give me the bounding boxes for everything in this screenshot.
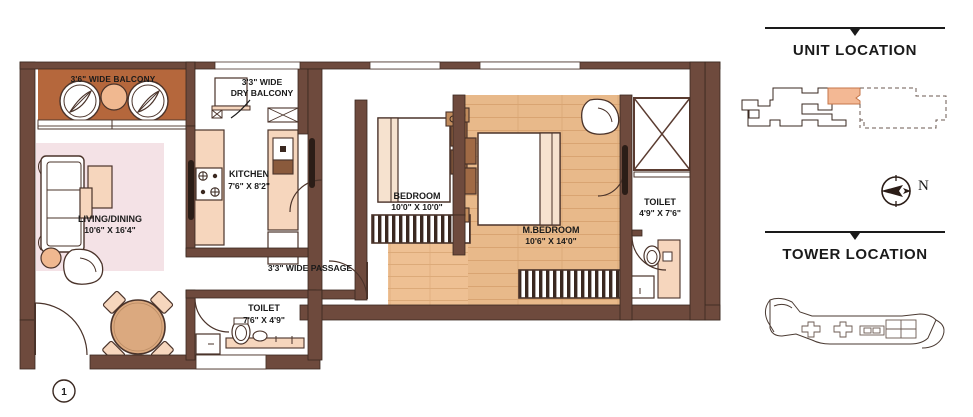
label-toilet-master-name: TOILET — [644, 197, 676, 207]
rule-line — [765, 27, 945, 29]
door-leaf-living — [188, 160, 194, 220]
compass — [875, 170, 917, 217]
master-bedroom-furniture — [454, 98, 625, 299]
tower-location-title: TOWER LOCATION — [782, 246, 928, 263]
label-balcony: 3'6" WIDE BALCONY — [71, 75, 156, 84]
wardrobe-master — [518, 269, 625, 299]
label-toilet-common-name: TOILET — [248, 303, 280, 313]
dry-balcony-unit — [214, 77, 248, 107]
label-bedroom-dims: 10'0" X 10'0" — [391, 202, 442, 212]
door-master-toilet — [631, 235, 667, 271]
compass-icon — [881, 175, 911, 207]
label-dry-balcony-line1: 3'3" WIDE — [242, 77, 283, 87]
compass-north-label: N — [918, 178, 929, 194]
highlighted-unit-block — [827, 87, 861, 105]
rule-line — [765, 231, 945, 233]
accent-chair — [63, 248, 104, 285]
bed-pillow-area — [377, 117, 399, 203]
label-living-dining-name: LIVING/DINING — [78, 214, 142, 224]
unit-number-marker: 1 — [52, 379, 76, 403]
label-dry-balcony-line2: DRY BALCONY — [231, 88, 294, 98]
door-main-entrance — [34, 302, 88, 356]
kitchen-appliance — [272, 159, 294, 175]
label-bedroom-name: BEDROOM — [394, 191, 441, 201]
unit-location-rule — [765, 24, 945, 36]
window-bedroom — [369, 61, 441, 70]
window-dry-balcony — [214, 61, 301, 70]
door-leaf-kitchen — [309, 138, 315, 188]
label-master-bedroom-dims: 10'6" X 14'0" — [525, 236, 576, 246]
dining-set — [102, 290, 174, 364]
door-common-toilet — [194, 297, 230, 333]
label-living-dining-dims: 10'6" X 16'4" — [84, 225, 135, 235]
bed-pillow-area — [539, 132, 561, 226]
leader-line-dry-balcony — [230, 99, 251, 119]
living-room-furniture — [38, 155, 113, 285]
door-leaf-master — [622, 145, 628, 195]
dining-table — [110, 299, 166, 355]
master-toilet-fittings — [627, 97, 691, 299]
stool — [40, 247, 62, 269]
wash-basin — [252, 330, 268, 342]
tower-location-panel: TOWER LOCATION — [755, 228, 955, 263]
rule-triangle-icon — [850, 233, 860, 240]
door-kitchen — [289, 179, 323, 213]
kitchen-hob — [195, 167, 223, 201]
label-kitchen-dims: 7'6" X 8'2" — [228, 181, 270, 191]
balcony-furniture — [37, 80, 187, 130]
unit-location-title: UNIT LOCATION — [792, 42, 918, 59]
unit-location-panel: UNIT LOCATION — [755, 24, 955, 59]
door-leaves — [188, 138, 628, 220]
corner-chair — [581, 98, 620, 135]
label-toilet-common-dims: 7'6" X 4'9" — [243, 315, 285, 325]
bedroom-furniture — [371, 111, 471, 244]
rule-triangle-icon — [850, 29, 860, 36]
label-kitchen-name: KITCHEN — [229, 169, 269, 179]
unit-key-plan — [741, 87, 947, 129]
tower-location-rule — [765, 228, 945, 240]
windows — [37, 61, 581, 370]
room-labels: 3'6" WIDE BALCONY 3'3" WIDE DRY BALCONY … — [71, 75, 681, 325]
window-master-bedroom — [479, 61, 581, 70]
label-passage: 3'3" WIDE PASSAGE — [268, 263, 353, 273]
label-toilet-master-dims: 4'9" X 7'6" — [639, 208, 681, 218]
tower-key-plan — [764, 297, 945, 349]
label-master-bedroom-name: M.BEDROOM — [523, 225, 580, 235]
unit-number-text: 1 — [61, 387, 67, 398]
kitchen-fittings — [193, 77, 299, 265]
window-toilet — [195, 354, 267, 370]
balcony-table — [100, 83, 128, 111]
common-toilet-fittings — [195, 317, 305, 355]
